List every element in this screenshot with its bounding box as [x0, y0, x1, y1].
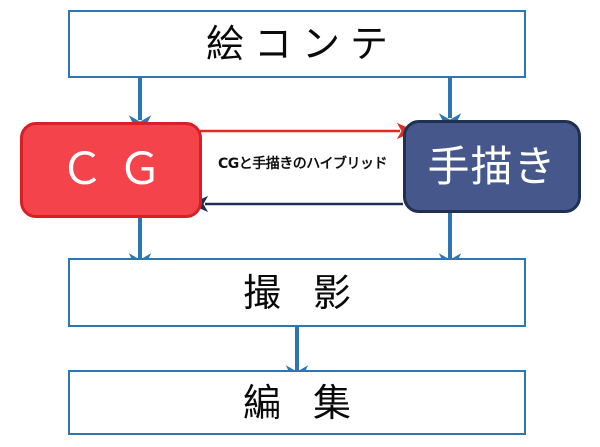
node-filming[interactable]: 撮 影: [68, 258, 526, 327]
node-storyboard[interactable]: 絵コンテ: [68, 10, 526, 78]
node-handdrawn-label: 手描き: [427, 141, 557, 191]
node-filming-label: 撮 影: [242, 270, 362, 315]
node-editing[interactable]: 編 集: [68, 370, 526, 435]
node-cg[interactable]: ＣＧ: [20, 122, 202, 218]
node-handdrawn[interactable]: 手描き: [403, 120, 581, 213]
node-editing-label: 編 集: [242, 380, 362, 425]
node-storyboard-label: 絵コンテ: [205, 22, 398, 66]
node-cg-label: ＣＧ: [60, 144, 176, 195]
hybrid-annotation-label: CGと手描きのハイブリッド: [218, 156, 388, 172]
